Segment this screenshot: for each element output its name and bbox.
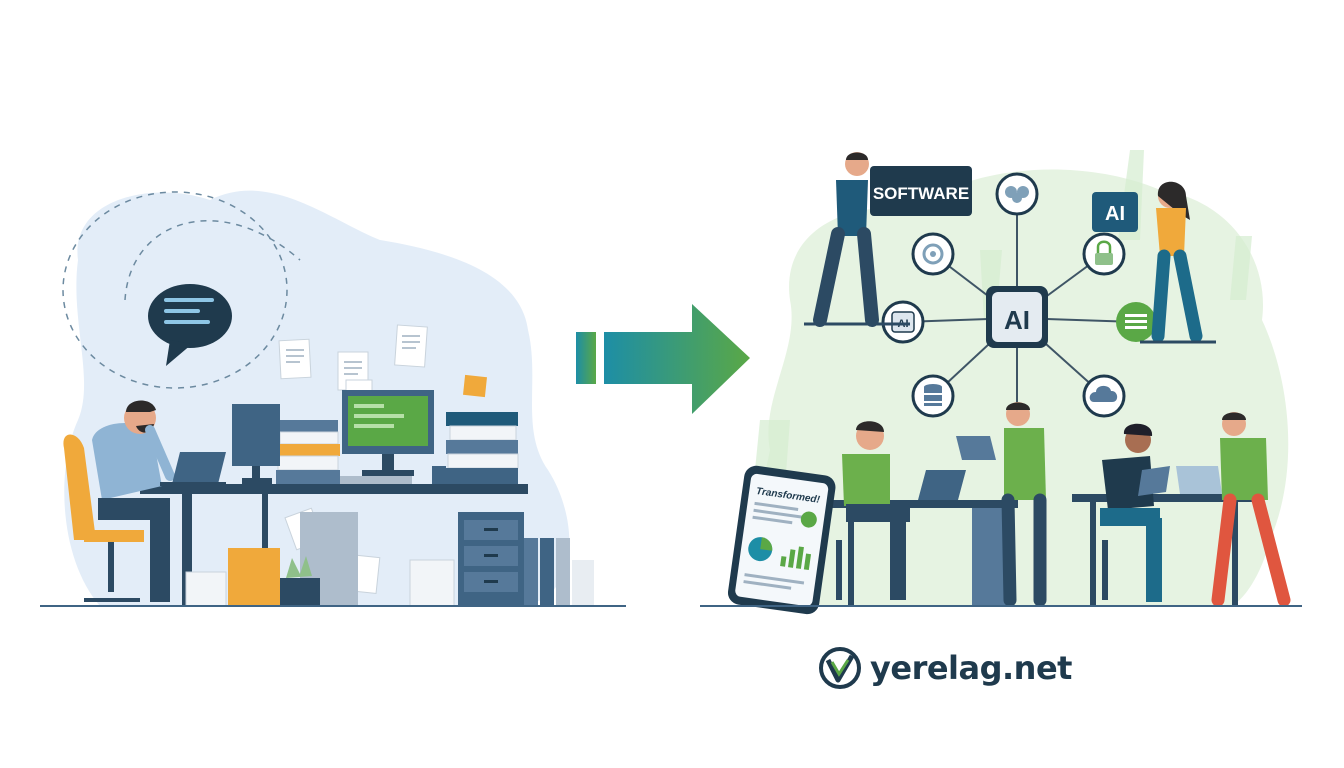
team-desk-left bbox=[830, 500, 1018, 606]
pie-chart-icon bbox=[748, 537, 773, 562]
cloud-icon bbox=[1089, 385, 1118, 402]
transition-arrow-icon bbox=[576, 304, 750, 414]
ai-chip-icon bbox=[891, 311, 915, 333]
v-checkmark-logo-icon bbox=[819, 647, 861, 689]
laptop-before bbox=[160, 452, 226, 486]
database-icon bbox=[924, 384, 942, 406]
gear-brain-icon bbox=[922, 243, 944, 265]
standing-man-laptop bbox=[956, 402, 1047, 607]
brand-name: yerelag.net bbox=[870, 649, 1072, 687]
man-with-software-sign: SOFTWARE bbox=[804, 152, 972, 327]
node-ai-chip: AI bbox=[881, 300, 925, 344]
node-lock bbox=[1082, 232, 1126, 276]
after-scene: AI AI bbox=[700, 150, 1302, 615]
woman-with-ai-sign: AI bbox=[1092, 181, 1216, 344]
software-sign-label: SOFTWARE bbox=[873, 184, 969, 203]
smartphone-dashboard: Transformed! bbox=[727, 465, 836, 615]
brain-icon bbox=[1005, 186, 1029, 203]
dashed-orbit-large bbox=[62, 191, 288, 389]
seated-man-tablet bbox=[1100, 423, 1170, 602]
speech-bubble-icon bbox=[148, 284, 232, 366]
old-monitor-left bbox=[232, 404, 280, 484]
node-spreadsheet bbox=[1116, 302, 1156, 342]
team-desk-right bbox=[1072, 494, 1254, 606]
bar-chart-icon bbox=[780, 546, 812, 571]
ai-hub-chip: AI bbox=[986, 286, 1048, 348]
brand-logo[interactable]: yerelag.net bbox=[818, 646, 1072, 690]
drawer-cabinet bbox=[458, 512, 524, 606]
ai-hub-label: AI bbox=[1004, 305, 1030, 335]
lock-icon bbox=[1095, 240, 1113, 265]
trash-bin bbox=[280, 578, 320, 606]
phone-status-icon bbox=[800, 511, 817, 528]
sticky-note bbox=[463, 374, 487, 398]
ai-sign-label: AI bbox=[1105, 203, 1125, 225]
light-beam-3 bbox=[1230, 236, 1252, 300]
standing-man-red-pants bbox=[1176, 412, 1291, 607]
spreadsheet-icon bbox=[1125, 314, 1147, 329]
before-scene bbox=[40, 190, 626, 607]
monitor-with-spreadsheet bbox=[340, 390, 434, 484]
node-database bbox=[911, 374, 955, 418]
seated-man-laptop bbox=[836, 421, 966, 600]
pencil-cup bbox=[432, 466, 446, 484]
plant-leaves bbox=[286, 556, 312, 578]
node-cloud bbox=[1082, 374, 1126, 418]
paper-lines bbox=[286, 335, 420, 375]
binders bbox=[524, 538, 594, 606]
orange-box bbox=[228, 548, 280, 606]
book-stacks bbox=[274, 412, 519, 484]
node-brain bbox=[995, 172, 1039, 216]
dashed-orbit-small bbox=[124, 220, 301, 301]
node-gear-brain bbox=[911, 232, 955, 276]
office-chair bbox=[63, 434, 144, 602]
floor-paper-stacks bbox=[185, 559, 455, 607]
stressed-man bbox=[92, 400, 175, 602]
